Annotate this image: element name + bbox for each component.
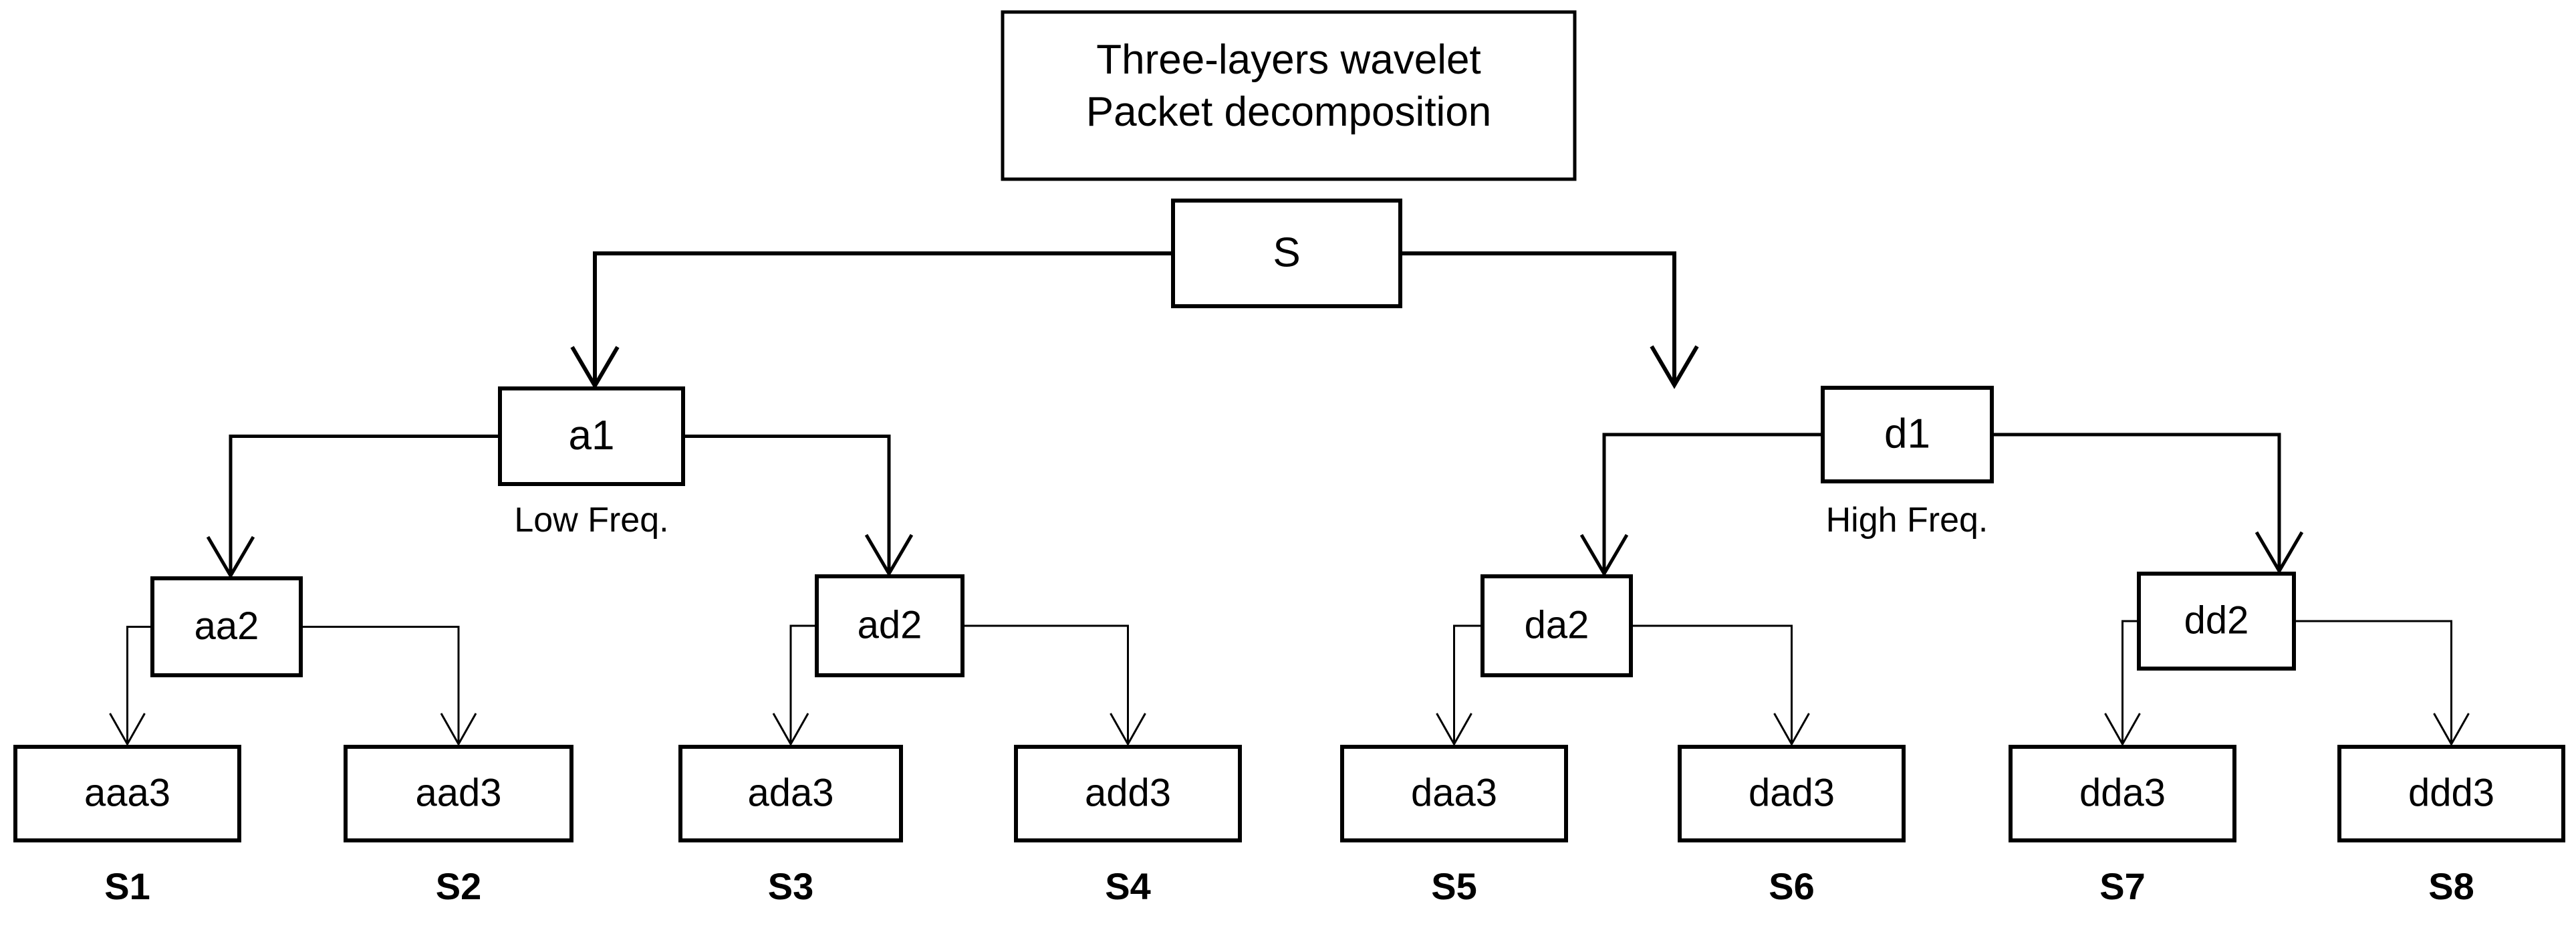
link-dd2-to-dda3 [2121, 620, 2139, 744]
level1-node-a1-box [498, 386, 685, 486]
connector-links-layer [126, 251, 2452, 744]
level2-node-da2-label: da2 [1525, 603, 1589, 647]
link-dd2-to-ddd3 [2294, 620, 2452, 744]
level3-node-daa3-box [1340, 745, 1568, 842]
level2-node-ad2-label: ad2 [858, 603, 922, 647]
level2-node-dd2-label: dd2 [2184, 598, 2249, 642]
arrow-head-icon [1579, 534, 1629, 577]
signal-label-s8: S8 [2428, 865, 2474, 907]
link-da2-to-dad3 [1631, 624, 1793, 744]
root-node-s-label: S [1273, 229, 1300, 275]
level1-node-d1-label: d1 [1884, 411, 1930, 457]
root-node-s-box [1171, 199, 1402, 308]
arrow-head-icon [864, 534, 914, 577]
level1-node-a1-label: a1 [569, 413, 615, 459]
link-d1-to-dd2 [1992, 433, 2281, 571]
arrow-head-icon [1773, 713, 1810, 747]
link-s-to-d1 [1400, 251, 1676, 385]
title-box [1001, 10, 1577, 181]
level3-node-ddd3-label: ddd3 [2408, 771, 2494, 814]
link-d1-to-da2 [1602, 433, 1823, 574]
level3-node-dda3-label: dda3 [2079, 771, 2166, 814]
level2-node-dd2-box [2137, 572, 2296, 671]
level3-node-aad3-label: aad3 [415, 771, 501, 814]
signal-label-s3: S3 [768, 865, 814, 907]
level3-node-ada3-box [678, 745, 903, 842]
arrow-head-icon [1436, 713, 1472, 747]
level3-node-dad3-label: dad3 [1749, 771, 1835, 814]
level3-node-add3-label: add3 [1085, 771, 1171, 814]
arrow-head-icon [109, 713, 146, 747]
title-line-2: Packet decomposition [1086, 89, 1492, 135]
link-ad2-to-ada3 [789, 624, 817, 744]
signal-label-s7: S7 [2099, 865, 2146, 907]
link-aa2-to-aad3 [301, 626, 460, 744]
arrow-heads-layer [109, 345, 2470, 747]
signal-label-s1: S1 [104, 865, 150, 907]
signal-label-s4: S4 [1105, 865, 1151, 907]
arrow-head-icon [206, 536, 255, 579]
arrow-head-icon [570, 346, 620, 390]
signal-label-s2: S2 [436, 865, 482, 907]
freq-label-a1: Low Freq. [514, 501, 668, 540]
level1-node-d1-box [1821, 386, 1994, 483]
level3-node-daa3-label: daa3 [1411, 771, 1497, 814]
arrow-head-icon [2104, 713, 2141, 747]
tree-nodes-layer: Sa1 d1 aa2 ad2 da2 dd2 aaa3 aad3 ada3 add3 daa3 dad… [13, 10, 2565, 842]
level3-node-dad3-box [1678, 745, 1906, 842]
arrow-head-icon [1650, 345, 1699, 389]
arrow-head-icon [2433, 713, 2470, 747]
level2-node-aa2-box [150, 576, 303, 677]
link-da2-to-daa3 [1453, 624, 1483, 744]
level3-node-aaa3-box [13, 745, 241, 842]
signal-label-s5: S5 [1431, 865, 1477, 907]
link-a1-to-ad2 [683, 435, 891, 574]
level3-node-add3-box [1014, 745, 1242, 842]
level3-node-aad3-box [344, 745, 573, 842]
link-ad2-to-add3 [962, 624, 1129, 744]
link-a1-to-aa2 [229, 435, 500, 576]
arrow-head-icon [440, 713, 477, 747]
signal-label-s6: S6 [1769, 865, 1815, 907]
level3-node-dda3-box [2009, 745, 2236, 842]
link-aa2-to-aaa3 [126, 626, 152, 744]
level2-node-ad2-box [815, 574, 964, 677]
level3-node-ada3-label: ada3 [747, 771, 833, 814]
level3-node-aaa3-label: aaa3 [84, 771, 170, 814]
level3-node-ddd3-box [2337, 745, 2565, 842]
freq-label-d1: High Freq. [1826, 501, 1988, 540]
level2-node-da2-box [1480, 574, 1633, 677]
level2-node-aa2-label: aa2 [195, 604, 259, 648]
arrow-head-icon [2255, 531, 2304, 574]
title-line-1: Three-layers wavelet [1096, 37, 1480, 83]
arrow-head-icon [1110, 713, 1146, 747]
arrow-head-icon [772, 713, 809, 747]
link-s-to-a1 [593, 251, 1173, 386]
